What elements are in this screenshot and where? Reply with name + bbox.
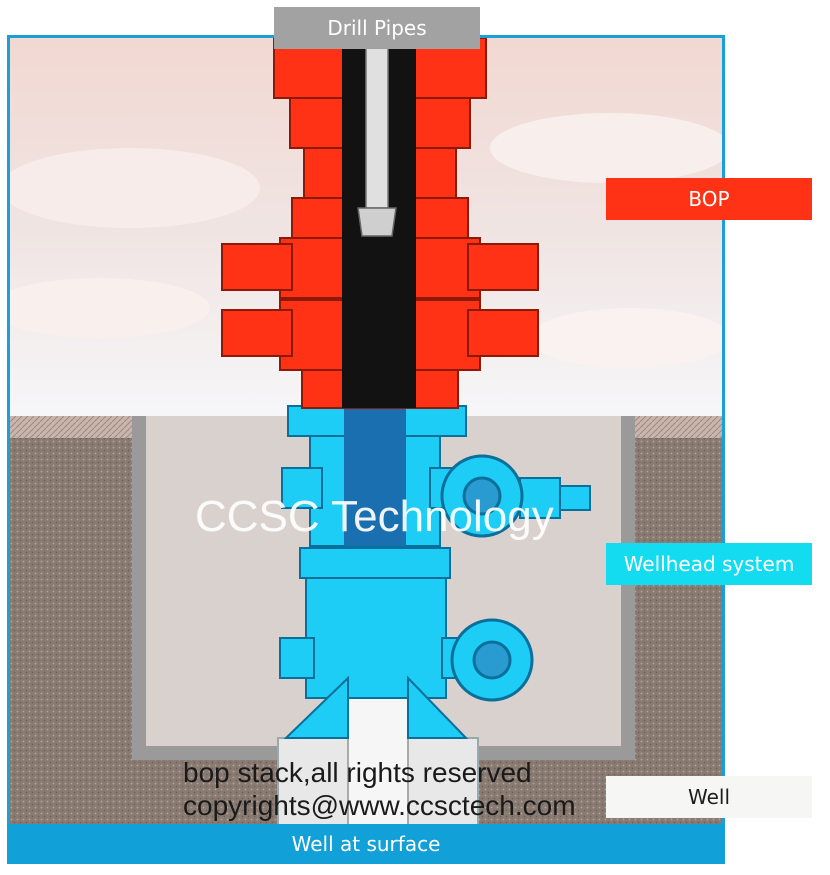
copyright-line-1: bop stack,all rights reserved (183, 757, 532, 788)
valve-handwheel (440, 454, 534, 702)
cloud (530, 308, 722, 368)
cloud (490, 113, 722, 183)
drill-pipe (365, 38, 389, 209)
well-at-surface-label: Well at surface (7, 824, 725, 864)
watermark-text: CCSC Technology (195, 492, 554, 541)
wellhead-system-label: Wellhead system (606, 543, 812, 585)
drill-bit (357, 207, 397, 237)
well-label: Well (606, 776, 812, 818)
ground-surface-right (635, 416, 722, 438)
copyright-notice: bop stack,all rights reserved copyrights… (183, 756, 576, 822)
copyright-line-2: copyrights@www.ccsctech.com (183, 790, 576, 821)
cloud (10, 148, 260, 228)
bop-label: BOP (606, 178, 812, 220)
bop-stack-illustration (10, 38, 722, 860)
cloud (10, 278, 210, 338)
wellhead-bore (344, 406, 406, 546)
ground-surface-left (10, 416, 132, 438)
diagram-frame (7, 35, 725, 863)
drill-pipes-label: Drill Pipes (274, 7, 480, 49)
